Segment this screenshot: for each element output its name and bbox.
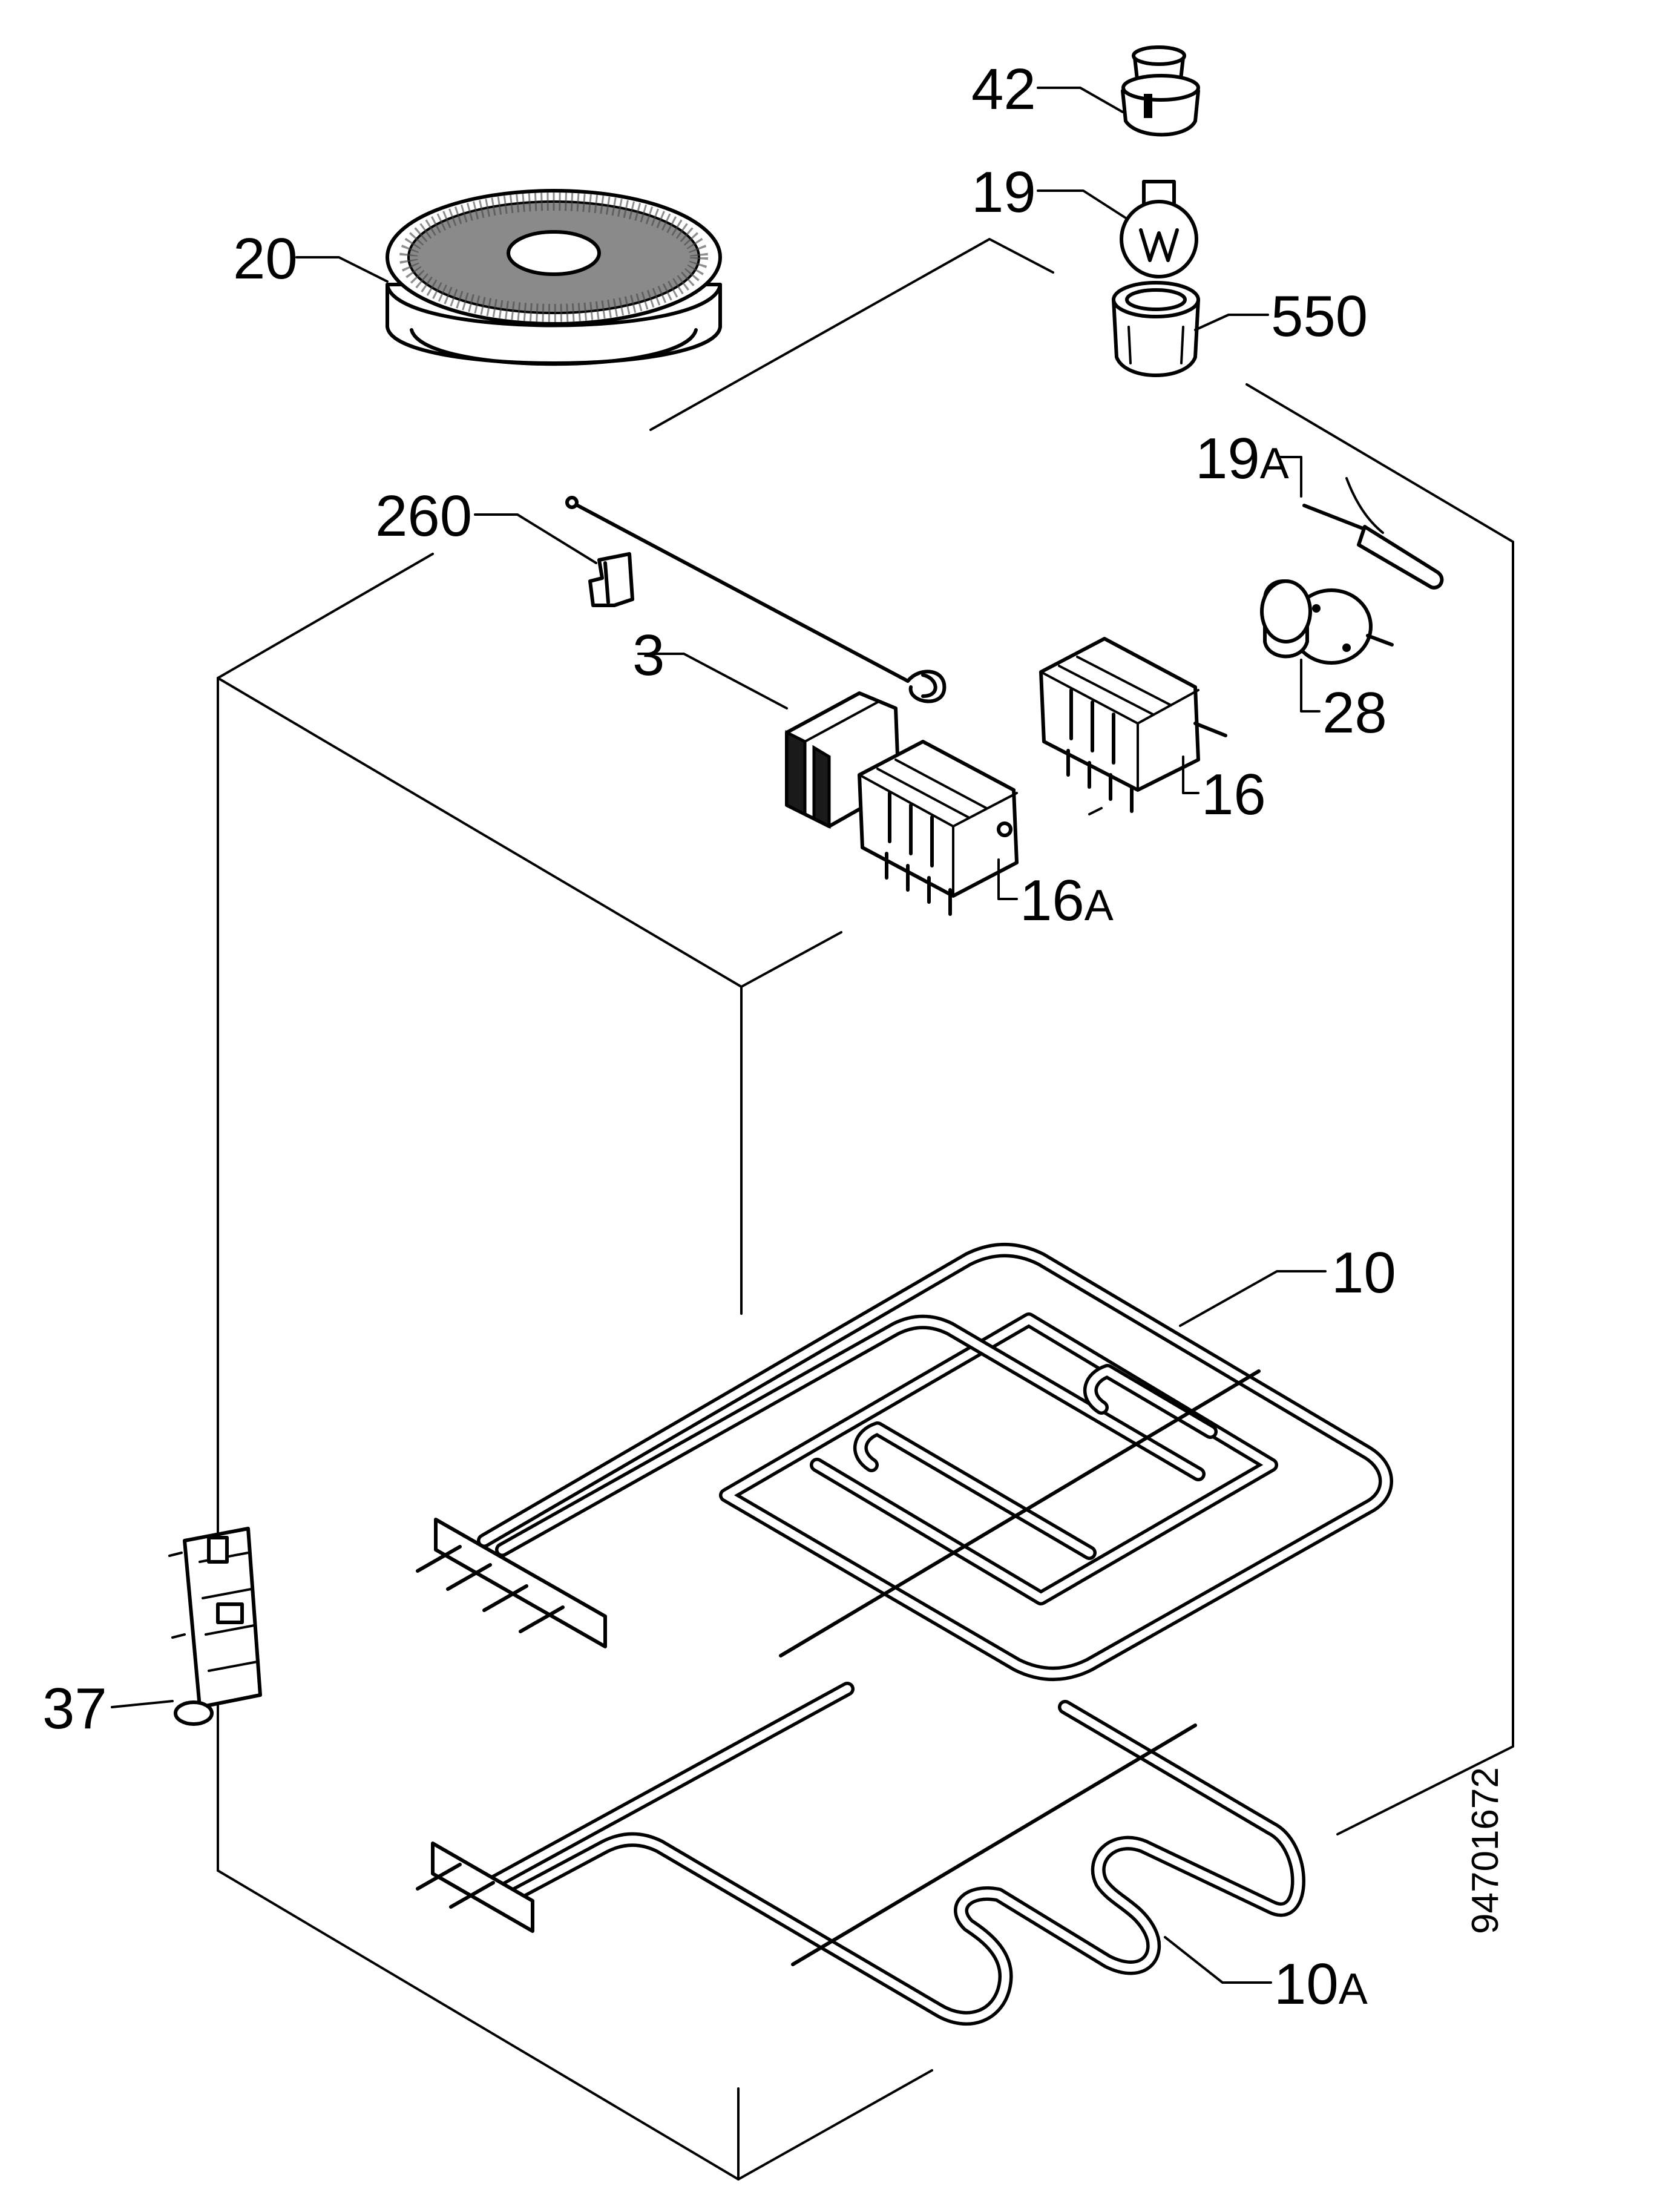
selector-switch-part-16	[1039, 637, 1227, 815]
label-16: 16	[1201, 762, 1266, 827]
label-10a-suffix: A	[1339, 1965, 1368, 2013]
bottom-element-part-10a	[416, 1682, 1305, 2026]
grill-element-part-10	[416, 1243, 1393, 1681]
label-20: 20	[233, 226, 298, 291]
label-42: 42	[971, 57, 1036, 122]
label-3: 3	[632, 623, 665, 688]
label-16a-number: 16	[1020, 868, 1085, 933]
label-28: 28	[1322, 680, 1387, 745]
label-19: 19	[971, 160, 1036, 225]
label-19a-number: 19	[1195, 426, 1260, 491]
clip-part-260	[474, 513, 634, 607]
label-19a-suffix: A	[1260, 439, 1289, 488]
cabinet-outline	[217, 238, 1514, 2181]
label-10: 10	[1331, 1240, 1396, 1305]
selector-switch-part-16a	[858, 740, 1019, 916]
label-10a-number: 10	[1274, 1952, 1339, 2016]
label-10a: 10A	[1274, 1952, 1368, 2016]
label-37: 37	[42, 1676, 107, 1741]
hotplate-part-20	[295, 189, 722, 366]
label-16a-suffix: A	[1085, 881, 1114, 930]
label-550: 550	[1271, 284, 1368, 349]
sensor-part-19a	[1279, 456, 1444, 590]
terminal-block-part-37	[111, 1527, 262, 1726]
lamp-bulb-part-19	[1037, 180, 1198, 278]
label-19a: 19A	[1195, 426, 1289, 491]
lamp-cover-part-550	[1112, 281, 1269, 377]
document-number: 94701672	[1465, 1767, 1506, 1934]
label-260: 260	[375, 484, 472, 548]
label-16a: 16A	[1020, 868, 1114, 933]
knob-part-28	[1260, 579, 1394, 713]
callout-labels: 42 19 20 550 19A 260 3 28 16 16A 10 37 1…	[42, 57, 1506, 2016]
lamp-cap-part-42	[1037, 45, 1200, 137]
